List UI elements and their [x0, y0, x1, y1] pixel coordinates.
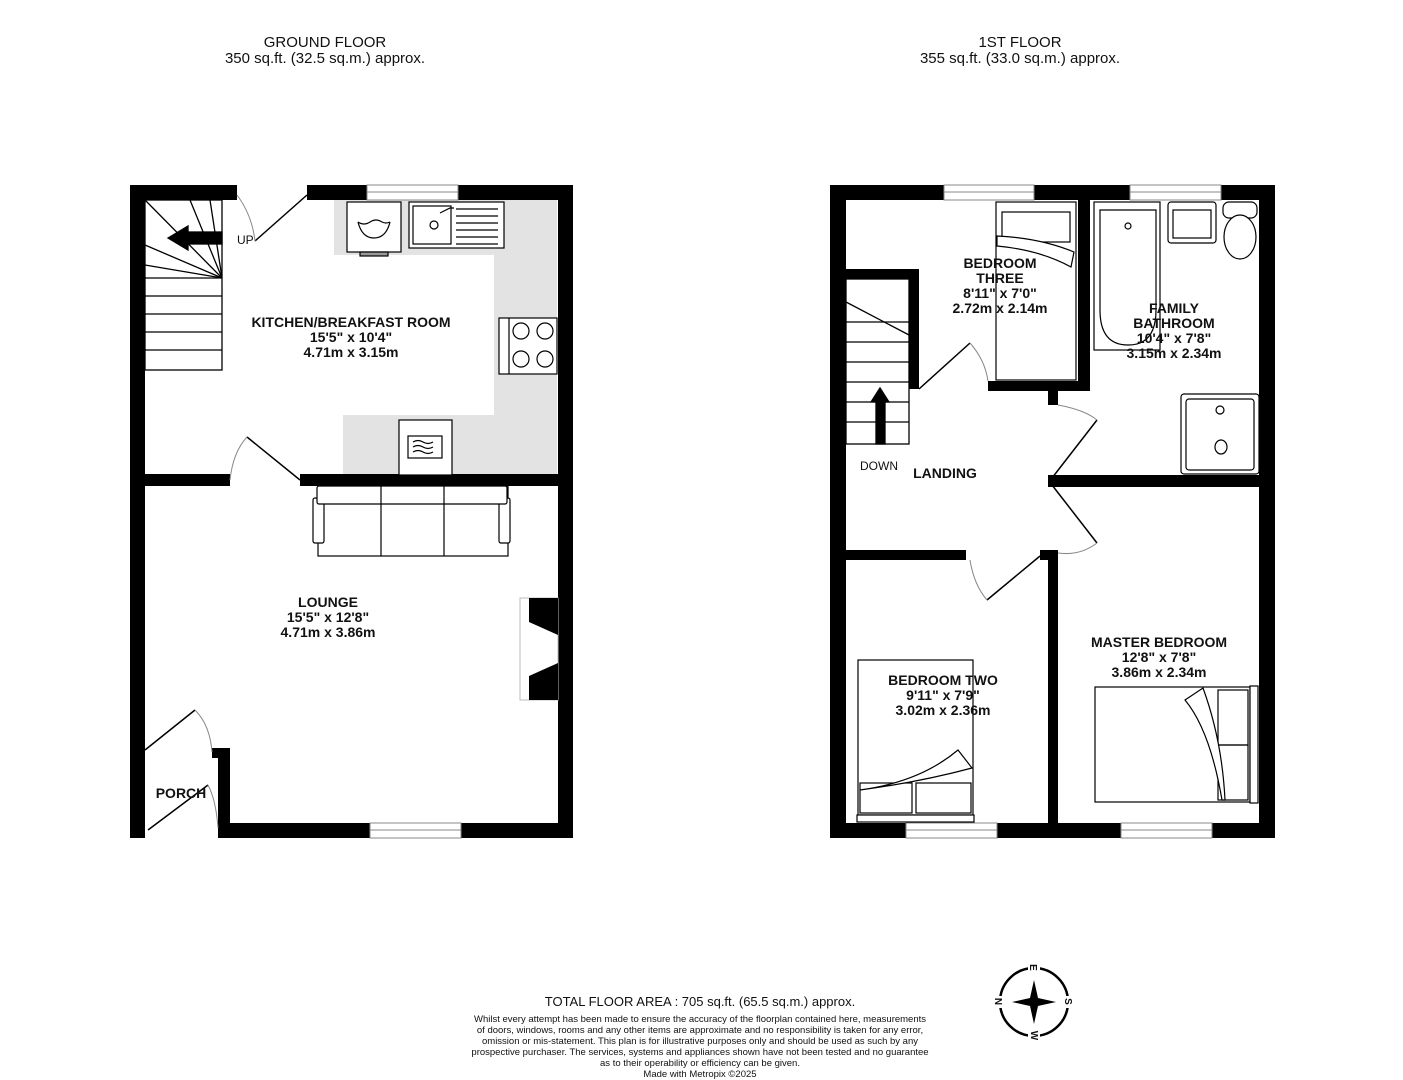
compass-west: W	[1028, 1030, 1040, 1041]
ground-floor-area: 350 sq.ft. (32.5 sq.m.) approx.	[224, 50, 426, 67]
room-imperial: 15'5" x 12'8"	[286, 609, 370, 625]
room-lounge: LOUNGE 15'5" x 12'8" 4.71m x 3.86m	[281, 595, 376, 640]
ground-walls	[130, 185, 573, 838]
room-bedroom-two: BEDROOM TWO 9'11" x 7'9" 3.02m x 2.36m	[888, 673, 998, 718]
room-name: PORCH	[155, 785, 207, 801]
room-name: LOUNGE	[298, 594, 358, 610]
compass-east: E	[1026, 964, 1038, 971]
sofa	[312, 485, 511, 557]
room-landing: LANDING	[913, 466, 977, 481]
room-imperial: 8'11" x 7'0"	[963, 285, 1037, 301]
room-porch: PORCH	[156, 786, 207, 801]
ground-floor-title: GROUND FLOOR	[263, 34, 387, 51]
room-kitchen: KITCHEN/BREAKFAST ROOM 15'5" x 10'4" 4.7…	[251, 315, 450, 360]
room-family-bathroom: FAMILY BATHROOM 10'4" x 7'8" 3.15m x 2.3…	[1127, 301, 1222, 361]
stairs-down-label: DOWN	[860, 459, 898, 473]
ground-floor-plan	[130, 184, 573, 839]
total-floor-area: TOTAL FLOOR AREA : 705 sq.ft. (65.5 sq.m…	[544, 994, 856, 1009]
first-stairs	[845, 278, 910, 445]
room-metric: 3.02m x 2.36m	[895, 702, 991, 718]
first-doors	[918, 342, 1098, 601]
ground-floor-heading: GROUND FLOOR 350 sq.ft. (32.5 sq.m.) app…	[175, 35, 475, 67]
hob	[498, 317, 558, 375]
fireplace	[519, 597, 559, 701]
ground-doors	[144, 194, 308, 831]
room-imperial: 12'8" x 7'8"	[1121, 649, 1197, 665]
stairs-up-label: UP	[237, 233, 254, 247]
disclaimer-line: of doors, windows, rooms and any other i…	[476, 1025, 924, 1036]
room-metric: 4.71m x 3.15m	[303, 344, 399, 360]
room-metric: 4.71m x 3.86m	[280, 624, 376, 640]
compass-south: S	[1061, 998, 1073, 1005]
room-imperial: 9'11" x 7'9"	[906, 687, 980, 703]
disclaimer-line: omission or mis-statement. This plan is …	[482, 1036, 918, 1047]
ground-stairs	[144, 199, 223, 371]
room-imperial: 10'4" x 7'8"	[1136, 330, 1212, 346]
first-walls	[830, 185, 1275, 838]
disclaimer-line: as to their operability or efficiency ca…	[600, 1058, 800, 1069]
room-name: LANDING	[913, 465, 977, 481]
disclaimer: Whilst every attempt has been made to en…	[450, 1014, 950, 1080]
ground-windows	[366, 184, 462, 839]
first-floor-heading: 1ST FLOOR 355 sq.ft. (33.0 sq.m.) approx…	[870, 35, 1170, 67]
disclaimer-line: Whilst every attempt has been made to en…	[473, 1014, 927, 1025]
oven	[398, 419, 453, 476]
bath	[1093, 201, 1161, 351]
bed-two	[856, 659, 975, 823]
room-master-bedroom: MASTER BEDROOM 12'8" x 7'8" 3.86m x 2.34…	[1091, 635, 1227, 680]
shower	[1180, 393, 1260, 475]
first-floor-title: 1ST FLOOR	[978, 34, 1062, 51]
room-metric: 3.15m x 2.34m	[1126, 345, 1222, 361]
room-metric: 3.86m x 2.34m	[1111, 664, 1207, 680]
first-floor-area: 355 sq.ft. (33.0 sq.m.) approx.	[919, 50, 1121, 67]
room-name-2: THREE	[976, 270, 1024, 286]
room-name: MASTER BEDROOM	[1090, 634, 1228, 650]
room-name: FAMILY	[1148, 300, 1200, 316]
room-name-2: BATHROOM	[1133, 315, 1215, 331]
washing-machine	[346, 201, 402, 257]
first-windows	[905, 184, 1222, 839]
room-name: BEDROOM	[963, 255, 1037, 271]
compass-icon	[996, 964, 1072, 1040]
kitchen-sink	[408, 201, 505, 249]
basin	[1167, 201, 1217, 244]
credit-line: Made with Metropix ©2025	[643, 1069, 757, 1080]
room-bedroom-three: BEDROOM THREE 8'11" x 7'0" 2.72m x 2.14m	[953, 256, 1048, 316]
master-bed	[1094, 685, 1259, 804]
first-floor-plan	[830, 184, 1275, 839]
compass-north: N	[992, 997, 1004, 1006]
disclaimer-line: prospective purchaser. The services, sys…	[471, 1047, 929, 1058]
room-imperial: 15'5" x 10'4"	[309, 329, 393, 345]
room-name: KITCHEN/BREAKFAST ROOM	[251, 314, 451, 330]
room-name: BEDROOM TWO	[888, 672, 998, 688]
room-metric: 2.72m x 2.14m	[952, 300, 1048, 316]
toilet	[1222, 201, 1258, 260]
single-bed	[995, 201, 1077, 381]
